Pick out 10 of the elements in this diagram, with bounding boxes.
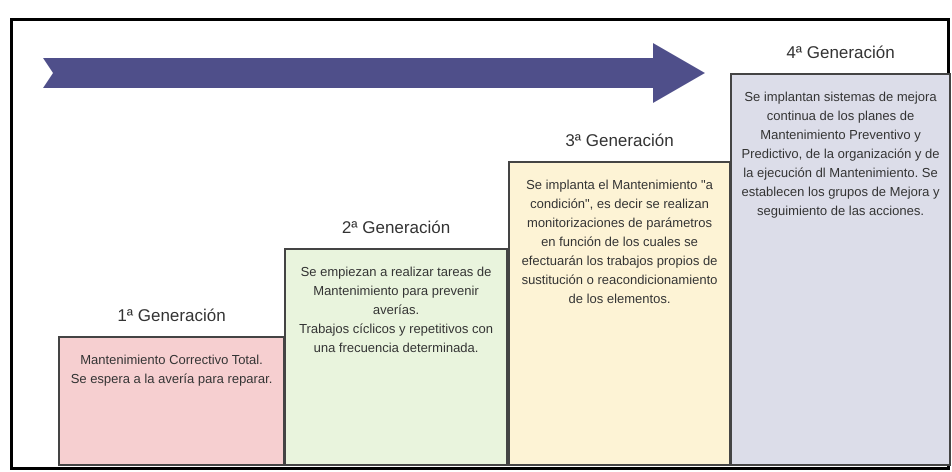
description-text: Se empiezan a realizar tareas de Mantenimiento para prevenir averías. [300, 263, 492, 319]
generation-heading: 2ª Generación [342, 216, 450, 238]
description-text: Se implantan sistemas de mejora continua de los planes de Mantenimiento Preventivo y Predictivo, de la organización y de la ejecución dl Mantenimiento. Se establecen los grupos de Mejora y seguimiento de las acciones. [740, 88, 940, 220]
description-text: Se implanta el Mantenimiento "a condición", es decir se realizan monitorizaciones de parámetros en función de los cuales se efectuarán los trabajos propios de sustitución o reacondicionamiento de los elementos. [520, 176, 718, 308]
description-text: Se espera a la avería para reparar. [70, 370, 272, 388]
generation-heading: 1ª Generación [117, 304, 226, 326]
generation-heading: 4ª Generación [786, 42, 895, 64]
description-text: Trabajos cíclicos y repetitivos con una frecuencia determinada. [298, 320, 494, 357]
generation-heading: 3ª Generación [565, 130, 674, 152]
description-text: Mantenimiento Correctivo Total. [80, 351, 263, 369]
